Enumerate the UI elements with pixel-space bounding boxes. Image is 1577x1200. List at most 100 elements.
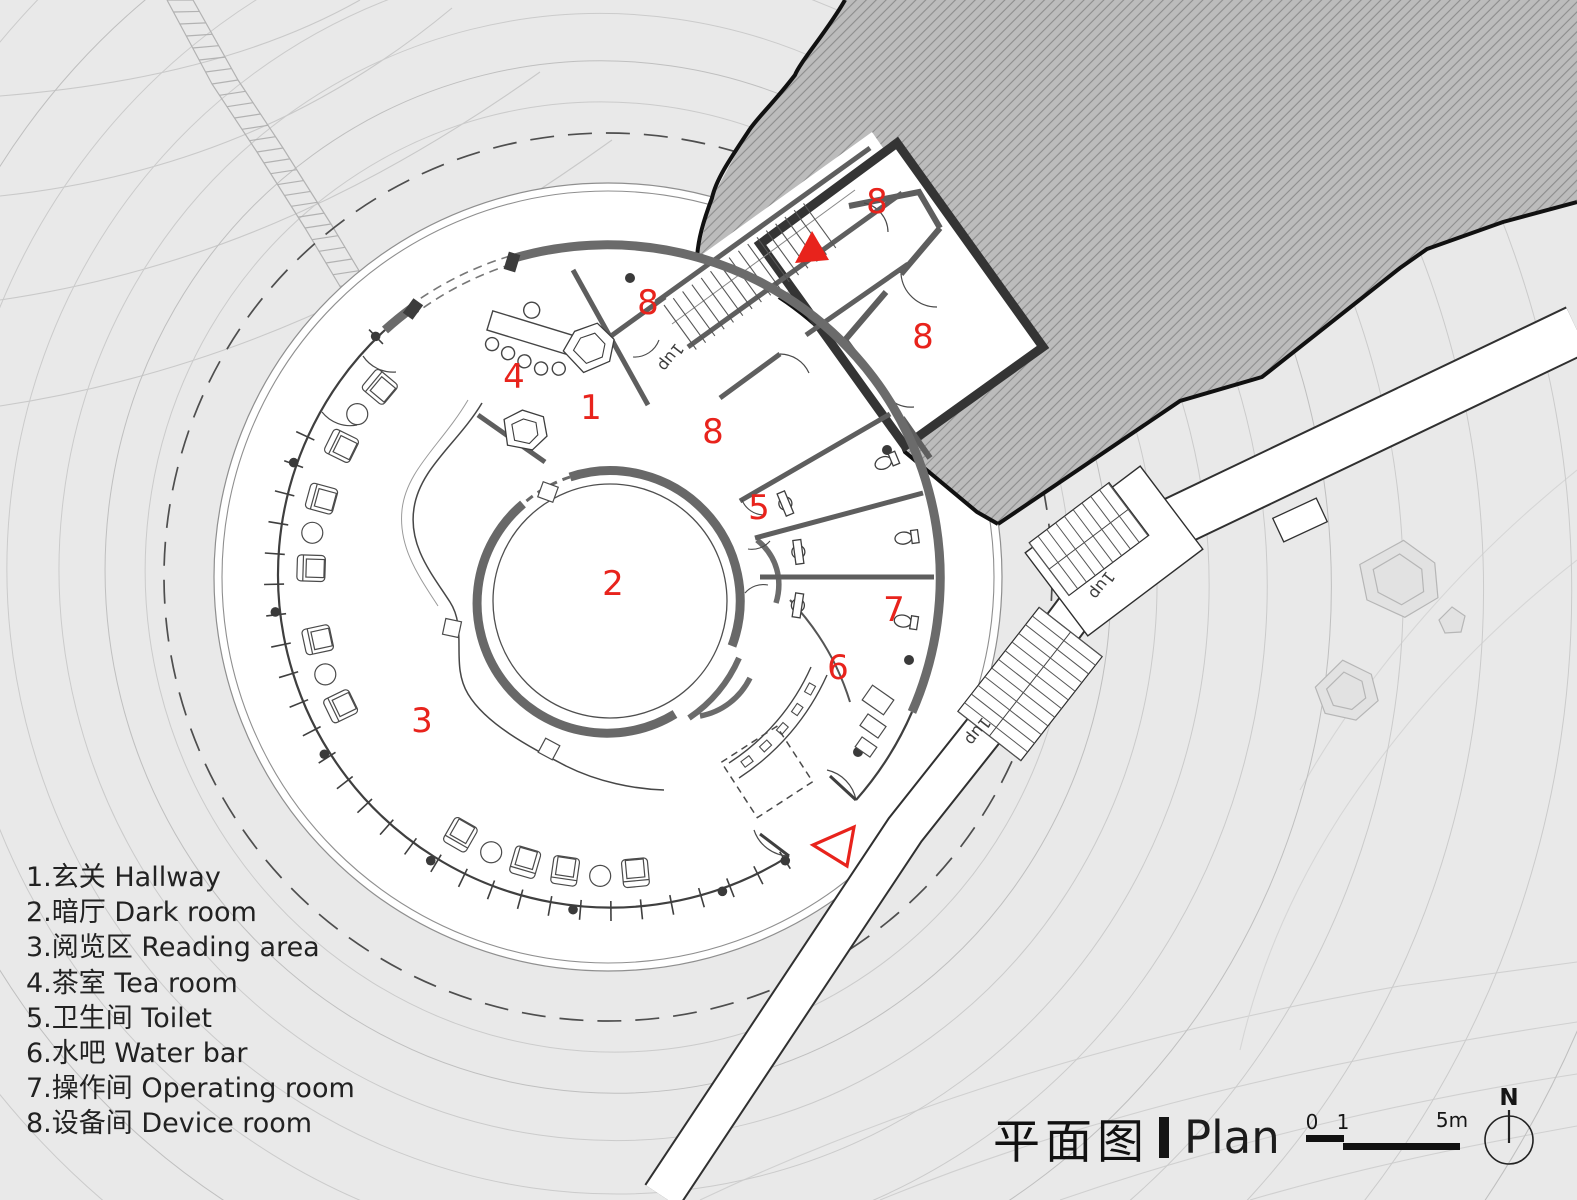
armchair	[620, 857, 650, 889]
site-boulders	[1314, 539, 1466, 721]
mullion-tick	[403, 837, 418, 855]
mullion-tick	[289, 698, 309, 708]
facade-mullions	[264, 328, 791, 921]
external-stair-lower	[957, 606, 1103, 762]
tea-room-furniture	[484, 301, 615, 451]
stair-tread	[728, 257, 762, 303]
hillside-stepped-path	[166, 0, 374, 299]
toilet	[874, 450, 901, 471]
legend-item-5: 5.卫生间 Toilet	[26, 1002, 212, 1034]
armchair	[301, 624, 334, 656]
column-dot	[319, 749, 330, 760]
entry-stair-corridor	[654, 145, 910, 401]
path-step	[263, 158, 290, 164]
stair-tread	[672, 297, 707, 344]
landscape-rock	[503, 409, 548, 451]
appliance	[775, 721, 790, 736]
tea-room-door-swings	[321, 355, 397, 427]
sink	[776, 490, 795, 517]
stair-tread	[991, 667, 1056, 718]
path-step	[304, 223, 332, 229]
path-step	[219, 90, 246, 96]
legend-item-2: 2.暗厅 Dark room	[26, 897, 257, 929]
column-dot	[568, 904, 578, 915]
dark-room	[472, 466, 782, 738]
path-step	[291, 201, 318, 207]
stair-tread	[1011, 641, 1076, 692]
mullion-tick	[697, 887, 706, 908]
title-zh: 平面图	[993, 1115, 1149, 1170]
path-step	[226, 102, 254, 108]
scale-segment-long	[1343, 1143, 1460, 1150]
path-step	[332, 270, 360, 276]
room-number-label: 7	[883, 590, 905, 630]
stall-door-swings	[632, 339, 771, 594]
north-arrow: N	[1484, 1085, 1534, 1165]
appliance	[803, 682, 817, 696]
armchair	[323, 428, 360, 463]
sink	[791, 538, 806, 566]
mullion-tick	[274, 490, 295, 497]
room-number-label: 5	[748, 488, 770, 528]
stair-tread	[1081, 502, 1123, 557]
walkway-landing	[1271, 497, 1329, 543]
stair-tread	[1063, 515, 1105, 570]
wall-pier	[503, 251, 521, 273]
stair-tread	[691, 284, 725, 330]
stair-tread	[971, 693, 1035, 744]
entrance-triangle-marker	[809, 824, 857, 869]
stair-tread	[1004, 650, 1069, 701]
side-table	[301, 521, 324, 544]
glass-facade	[276, 329, 790, 909]
funnel-wall	[755, 537, 782, 604]
wall-pier	[402, 298, 424, 320]
room-number-label: 8	[866, 182, 888, 222]
title-en: Plan	[1184, 1111, 1280, 1164]
side-table	[346, 403, 369, 426]
scale-bar: 0 1 5m	[1306, 1108, 1468, 1150]
column-dot	[717, 886, 728, 897]
reading-area-bookwall	[401, 399, 665, 791]
external-walkways	[644, 306, 1577, 1200]
column-dot	[370, 331, 381, 342]
mullion-tick	[516, 889, 524, 910]
path-step	[211, 79, 239, 85]
solid-wall	[509, 240, 945, 714]
glass-facade	[855, 711, 914, 801]
stair-tread	[710, 270, 744, 316]
door-leaf	[828, 774, 858, 802]
room-number-label: 4	[503, 357, 525, 397]
door-arc-leaf	[687, 656, 742, 721]
legend-item-8: 8.设备间 Device room	[26, 1108, 313, 1140]
stair-tread	[719, 264, 753, 310]
contour-line	[6, 0, 1210, 1195]
mullion-tick	[547, 895, 553, 916]
mullion-tick	[278, 670, 299, 679]
earth-cut-boundary	[695, 0, 847, 259]
stair-direction-triangle	[795, 231, 829, 263]
sink	[790, 592, 806, 619]
side-table	[480, 841, 503, 864]
mullion-tick	[726, 878, 735, 898]
scale-five: 5m	[1436, 1108, 1468, 1132]
armchair	[361, 368, 398, 405]
stair-tread	[803, 203, 837, 249]
room-number-label: 6	[827, 648, 849, 688]
mullion-tick	[457, 868, 468, 888]
toilet-fixtures	[776, 450, 920, 631]
path-step	[270, 169, 297, 175]
column-dot	[425, 855, 436, 866]
stair-tread	[984, 676, 1049, 727]
main-entrance	[720, 725, 858, 869]
stair-tread	[1072, 509, 1114, 563]
door-swing	[826, 769, 857, 801]
landscape-rock	[562, 322, 615, 374]
path-step	[234, 113, 261, 119]
legend-item-6: 6.水吧 Water bar	[26, 1037, 248, 1069]
room-number-label: 8	[912, 317, 934, 357]
sheet-title: 平面图 Plan	[993, 1103, 1280, 1172]
mullion-tick	[753, 865, 764, 885]
